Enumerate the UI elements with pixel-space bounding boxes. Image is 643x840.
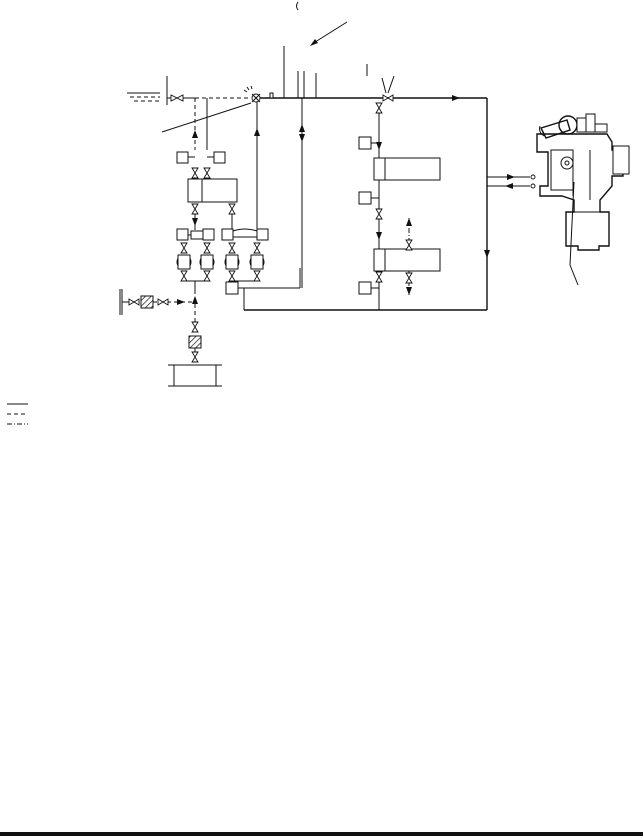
top-right-valve (375, 94, 394, 114)
pump-4 (249, 242, 265, 282)
page-footer-rule (0, 832, 643, 836)
legend (7, 403, 28, 425)
pump-3 (224, 242, 240, 282)
sea-chest (119, 289, 154, 315)
suction-valve (157, 298, 185, 306)
instrument-box (176, 151, 189, 164)
lower-filter (188, 321, 202, 363)
instrument-box (358, 136, 372, 150)
pump-manifold-left (176, 228, 215, 241)
pump-1 (176, 242, 192, 282)
main-engine (536, 113, 630, 286)
pump-2 (199, 242, 215, 282)
three-way-valve (243, 85, 274, 103)
instrument-box (213, 151, 226, 164)
intake-valve (170, 94, 184, 102)
instrument-box (358, 281, 372, 295)
sea-water-intake (127, 76, 195, 105)
top-vent-lines (283, 1, 395, 98)
heat-exchanger-lower (373, 248, 441, 272)
storage-tank (168, 364, 222, 387)
instrument-box (225, 281, 239, 295)
cooler-left (187, 167, 238, 215)
heat-exchanger-upper (373, 157, 441, 181)
pump-manifold-right (221, 228, 269, 241)
instrument-box (358, 191, 372, 205)
